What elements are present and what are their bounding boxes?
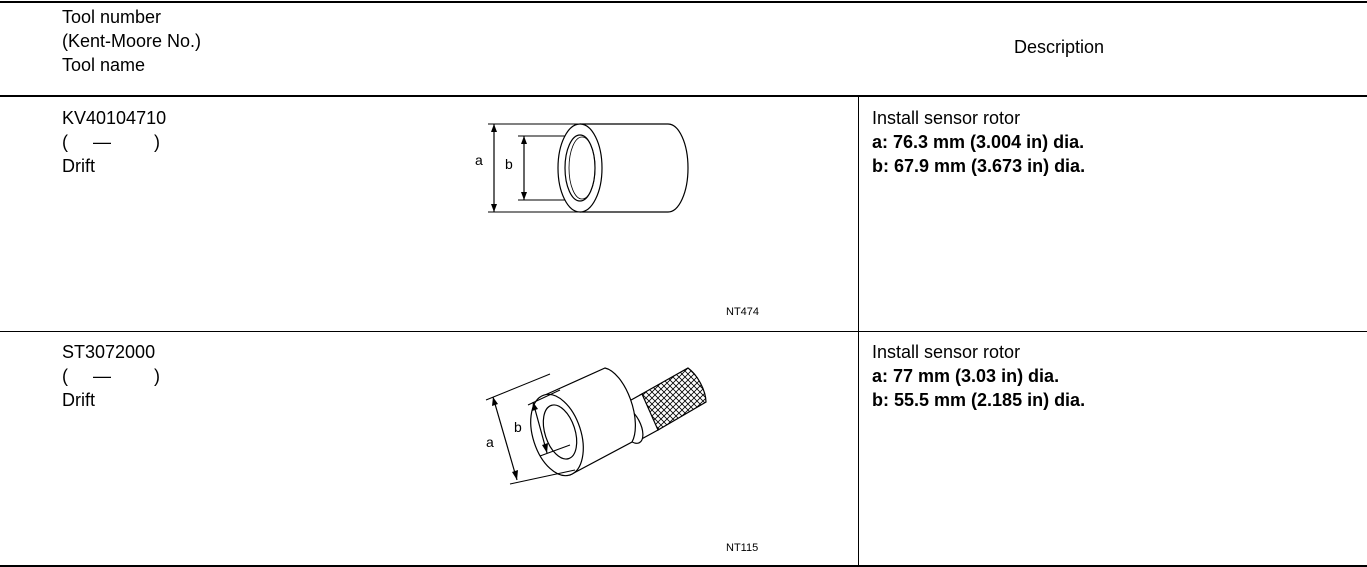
row-2-spec-a: a: 77 mm (3.03 in) dia. [872,366,1060,386]
row-1-kent-moore: ( —) [62,130,166,154]
table-bottom-rule [0,565,1367,567]
row-2-label-b: b [514,419,522,435]
row-1-tool-name: Drift [62,156,95,176]
table-top-rule [0,1,1367,3]
row-1-description-text: Install sensor rotor [872,108,1021,128]
row-1-spec-b: b: 67.9 mm (3.673 in) dia. [872,156,1086,176]
row-divider [0,331,1367,332]
knurled-handle-drift-icon [485,367,707,485]
row-1-kent-moore-open: ( [62,132,68,152]
row-2-description: Install sensor rotor a: 77 mm (3.03 in) … [872,340,1085,412]
row-1-kent-moore-close: ) [154,132,160,152]
row-2-tool-number: ST3072000 [62,342,156,362]
row-2-spec-b: b: 55.5 mm (2.185 in) dia. [872,390,1086,410]
row-2-label-a: a [486,434,494,450]
row-1-kent-moore-dash: — [93,132,111,152]
header-kent-moore: (Kent-Moore No.) [62,31,202,51]
row-1-label-a: a [475,152,483,168]
column-divider [858,96,859,566]
row-1-tool-number: KV40104710 [62,108,167,128]
row-2-kent-moore-open: ( [62,366,68,386]
row-2-kent-moore: ( —) [62,364,160,388]
header-tool-name: Tool name [62,55,146,75]
row-2-kent-moore-close: ) [154,366,160,386]
row-1-description: Install sensor rotor a: 76.3 mm (3.004 i… [872,106,1085,178]
cylinder-drift-icon [488,123,689,213]
header-description: Description [1014,37,1105,57]
header-tool-number: Tool number [62,7,162,27]
row-2-kent-moore-dash: — [93,366,111,386]
row-1-spec-a: a: 76.3 mm (3.004 in) dia. [872,132,1085,152]
row-2-figure-code: NT115 [726,542,759,554]
row-1-label-b: b [505,156,513,172]
row-1-tool-info: KV40104710 ( —) Drift [62,106,166,178]
row-1-figure-code: NT474 [726,306,760,318]
header-bottom-rule [0,95,1367,97]
row-2-tool-info: ST3072000 ( —) Drift [62,340,160,412]
row-2-tool-name: Drift [62,390,95,410]
row-2-description-text: Install sensor rotor [872,342,1021,362]
header-tool-column: Tool number (Kent-Moore No.) Tool name [62,5,201,77]
